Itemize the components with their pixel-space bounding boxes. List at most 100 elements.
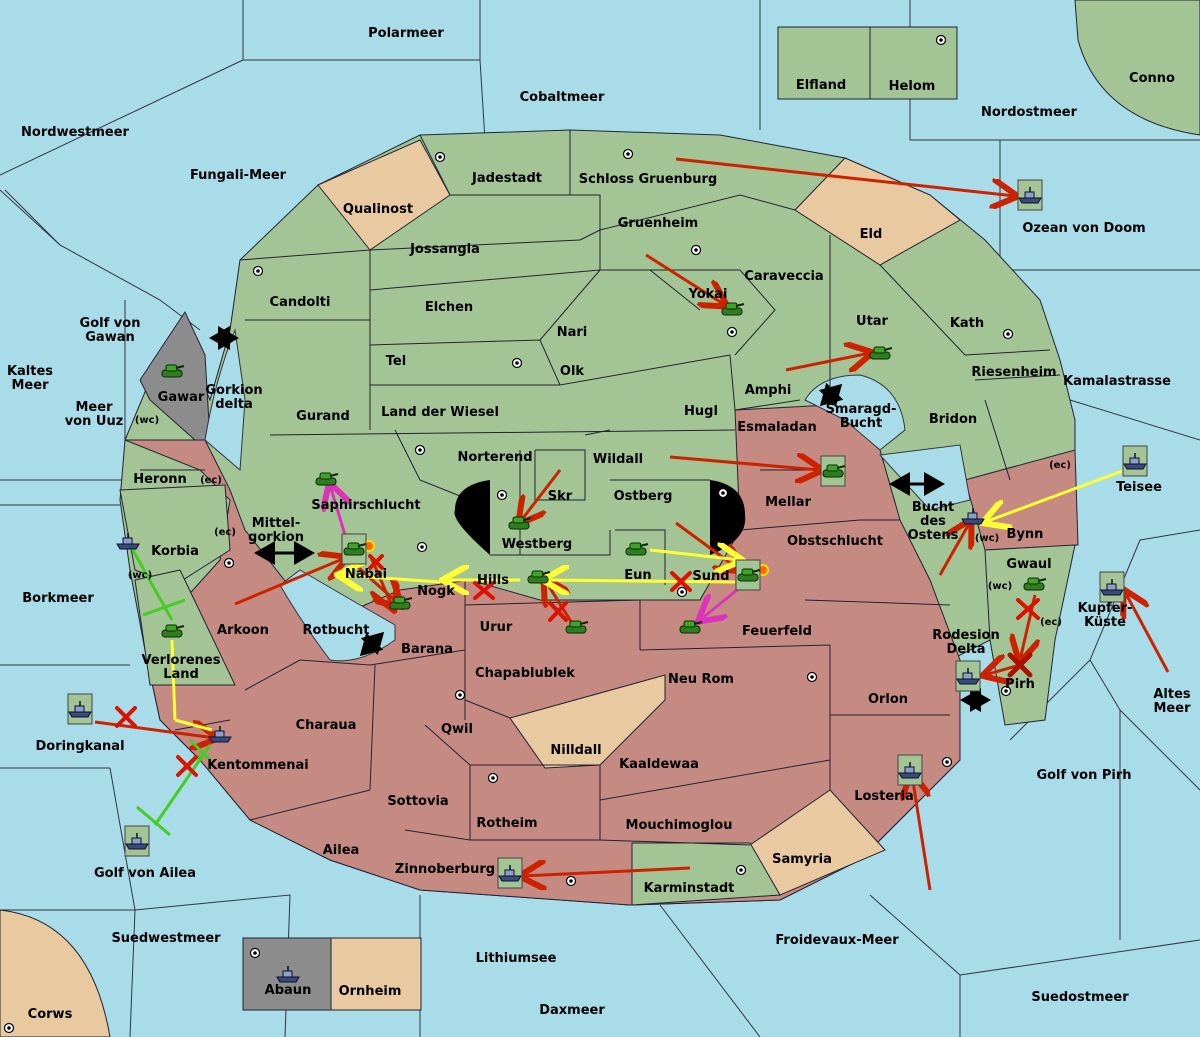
- karminstadt-land[interactable]: [631, 842, 781, 906]
- supply-center-icon: [622, 148, 634, 160]
- tank-icon[interactable]: [341, 533, 367, 565]
- label-fungali: Fungali-Meer: [190, 168, 287, 183]
- central-canal-west: [454, 480, 490, 555]
- label-yokai: Yokai: [687, 287, 727, 302]
- label-nordwestmeer: Nordwestmeer: [21, 125, 129, 140]
- coast-tag-bynn-ec: (ec): [1049, 460, 1071, 471]
- label-cobaltmeer: Cobaltmeer: [520, 90, 605, 105]
- ship-icon[interactable]: [124, 825, 150, 857]
- mittelgorkion-sea[interactable]: [204, 328, 246, 472]
- label-smaragd: Smaragd-Bucht: [826, 402, 897, 431]
- label-rotbucht: Rotbucht: [303, 623, 370, 638]
- supply-center-icon: [434, 151, 446, 163]
- label-heronn: Heronn: [133, 472, 187, 487]
- units: [67, 179, 1148, 983]
- label-nordostmeer: Nordostmeer: [981, 105, 1078, 120]
- supply-center-icon: [1000, 685, 1012, 697]
- label-norterend: Norterend: [457, 450, 532, 465]
- label-wildall: Wildall: [593, 452, 643, 467]
- ship-icon[interactable]: [1122, 445, 1148, 477]
- label-nilldall: Nilldall: [550, 743, 601, 758]
- supply-center-icon: [935, 34, 947, 46]
- label-feuerfeld: Feuerfeld: [742, 624, 812, 639]
- tank-icon[interactable]: [735, 559, 761, 591]
- label-polarmeer: Polarmeer: [368, 26, 444, 41]
- label-obstschlucht: Obstschlucht: [787, 534, 883, 549]
- labels: Polarmeer Cobaltmeer Nordostmeer Nordwes…: [7, 26, 1191, 1022]
- label-gurand: Gurand: [296, 409, 350, 424]
- ship-icon[interactable]: [897, 754, 923, 786]
- supply-center-icon: [252, 265, 264, 277]
- supply-center-icon: [735, 864, 747, 876]
- label-golf-ailea: Golf von Ailea: [94, 866, 196, 881]
- coast-tag-korbia-wc: (wc): [128, 570, 152, 581]
- label-jossangia: Jossangia: [409, 242, 480, 257]
- conno-land[interactable]: [1074, 0, 1200, 136]
- failed-orders: [115, 554, 1040, 777]
- label-daxmeer: Daxmeer: [539, 1003, 605, 1018]
- korbia-land[interactable]: [119, 484, 231, 586]
- supply-center-icon: [511, 357, 523, 369]
- central-canal-east: [710, 480, 746, 555]
- supply-center-icon: [941, 756, 953, 768]
- label-elfland: Elfland: [796, 78, 846, 93]
- label-kentommenai: Kentommenai: [207, 758, 308, 773]
- label-abaun: Abaun: [265, 983, 312, 998]
- label-suedostmeer: Suedostmeer: [1031, 990, 1129, 1005]
- label-kaaldewaa: Kaaldewaa: [619, 757, 699, 772]
- coast-tag-heronn-ec: (ec): [200, 475, 222, 486]
- label-qwil: Qwil: [441, 722, 473, 737]
- province-borders: [140, 130, 1061, 846]
- label-bynn: Bynn: [1007, 527, 1044, 542]
- label-mittel: Mittel-gorkion: [248, 516, 304, 545]
- label-mellar: Mellar: [765, 495, 811, 510]
- label-hugl: Hugl: [684, 404, 718, 419]
- ship-icon[interactable]: [67, 693, 93, 725]
- supply-center-icon: [717, 487, 729, 499]
- label-kamalastrasse: Kamalastrasse: [1063, 374, 1171, 389]
- supply-center-icon: [676, 586, 688, 598]
- label-helom: Helom: [889, 79, 936, 94]
- coast-tag-bynn-wc: (wc): [975, 533, 999, 544]
- ship-icon[interactable]: [1017, 179, 1043, 211]
- nilldall-land[interactable]: [509, 674, 666, 769]
- label-utar: Utar: [856, 314, 889, 329]
- label-kupfer: Kupfer-Küste: [1078, 601, 1133, 630]
- supply-centers: [3, 34, 1014, 1034]
- label-amphi: Amphi: [745, 383, 792, 398]
- coast-tag-gwaul-wc: (wc): [988, 581, 1012, 592]
- label-caraveccia: Caraveccia: [744, 269, 823, 284]
- label-golf-pirh: Golf von Pirh: [1036, 768, 1131, 783]
- label-arkoon: Arkoon: [217, 623, 269, 638]
- label-suedwestmeer: Suedwestmeer: [111, 931, 221, 946]
- label-corws: Corws: [28, 1007, 73, 1022]
- label-chapablublek: Chapablublek: [475, 666, 575, 681]
- label-westberg: Westberg: [502, 537, 572, 552]
- ornheim-land[interactable]: [330, 937, 422, 1011]
- helom-land[interactable]: [869, 26, 958, 100]
- label-mouchimoglou: Mouchimoglou: [626, 818, 733, 833]
- ship-icon[interactable]: [497, 857, 523, 889]
- label-candolti: Candolti: [270, 295, 331, 310]
- label-eun: Eun: [624, 568, 651, 583]
- supply-center-icon: [487, 772, 499, 784]
- label-kath: Kath: [950, 316, 984, 331]
- supply-center-icon: [3, 1022, 15, 1034]
- ship-icon[interactable]: [955, 660, 981, 692]
- label-hills: Hills: [477, 573, 509, 588]
- eld-land[interactable]: [794, 157, 961, 266]
- label-ostberg: Ostberg: [614, 489, 673, 504]
- label-olk: Olk: [560, 364, 585, 379]
- tank-icon[interactable]: [820, 455, 846, 487]
- label-sottovia: Sottovia: [387, 794, 448, 809]
- label-riesenheim: Riesenheim: [971, 365, 1056, 380]
- ship-icon[interactable]: [1099, 571, 1125, 603]
- label-ozean: Ozean von Doom: [1022, 221, 1145, 236]
- dislodged-marker: [1007, 652, 1033, 678]
- orders: [94, 157, 1170, 890]
- label-jadestadt: Jadestadt: [471, 171, 542, 186]
